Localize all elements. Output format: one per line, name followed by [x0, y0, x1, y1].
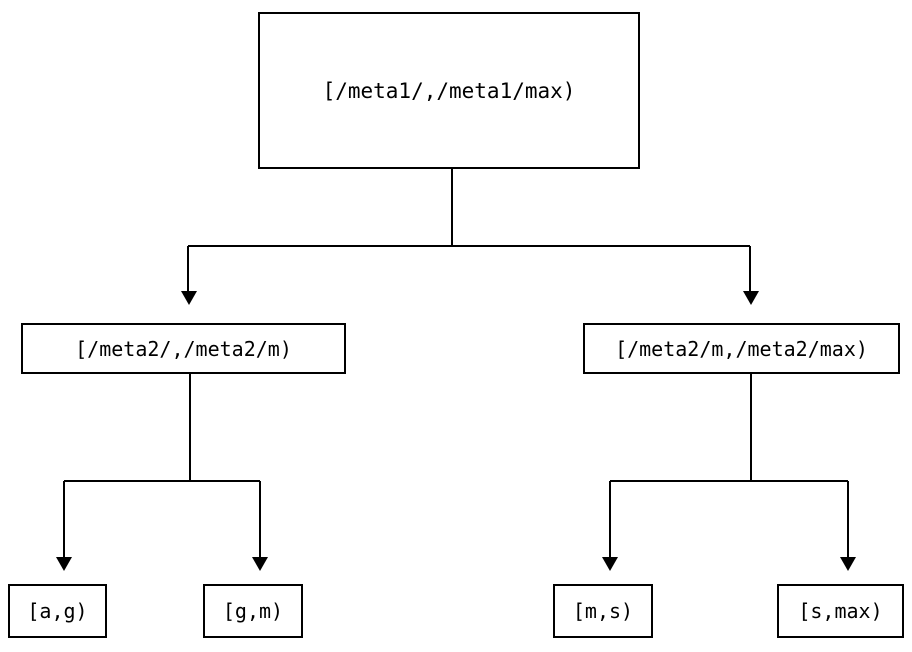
node-leaf-s-max[interactable]: [s,max) — [777, 584, 904, 638]
node-mid-left[interactable]: [/meta2/,/meta2/m) — [21, 323, 346, 374]
arrowhead-to-leaf-0 — [56, 557, 72, 571]
node-mid-right[interactable]: [/meta2/m,/meta2/max) — [583, 323, 900, 374]
node-leaf-g-m[interactable]: [g,m) — [203, 584, 303, 638]
arrowhead-to-leaf-2 — [602, 557, 618, 571]
arrowhead-to-leaf-1 — [252, 557, 268, 571]
arrowhead-to-leaf-3 — [840, 557, 856, 571]
node-root[interactable]: [/meta1/,/meta1/max) — [258, 12, 640, 169]
node-leaf-m-s[interactable]: [m,s) — [553, 584, 653, 638]
arrowhead-to-mid-left — [181, 291, 197, 305]
node-leaf-a-g[interactable]: [a,g) — [8, 584, 107, 638]
arrowhead-to-mid-right — [743, 291, 759, 305]
